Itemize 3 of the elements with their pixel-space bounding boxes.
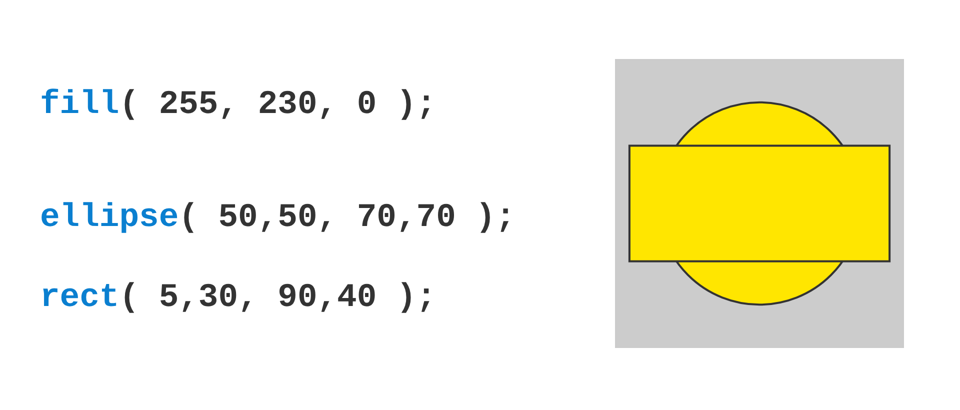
code-line: fill( 255, 230, 0 ); [40, 85, 436, 125]
code-line: rect( 5,30, 90,40 ); [40, 278, 436, 318]
code-line: ellipse( 50,50, 70,70 ); [40, 198, 516, 238]
